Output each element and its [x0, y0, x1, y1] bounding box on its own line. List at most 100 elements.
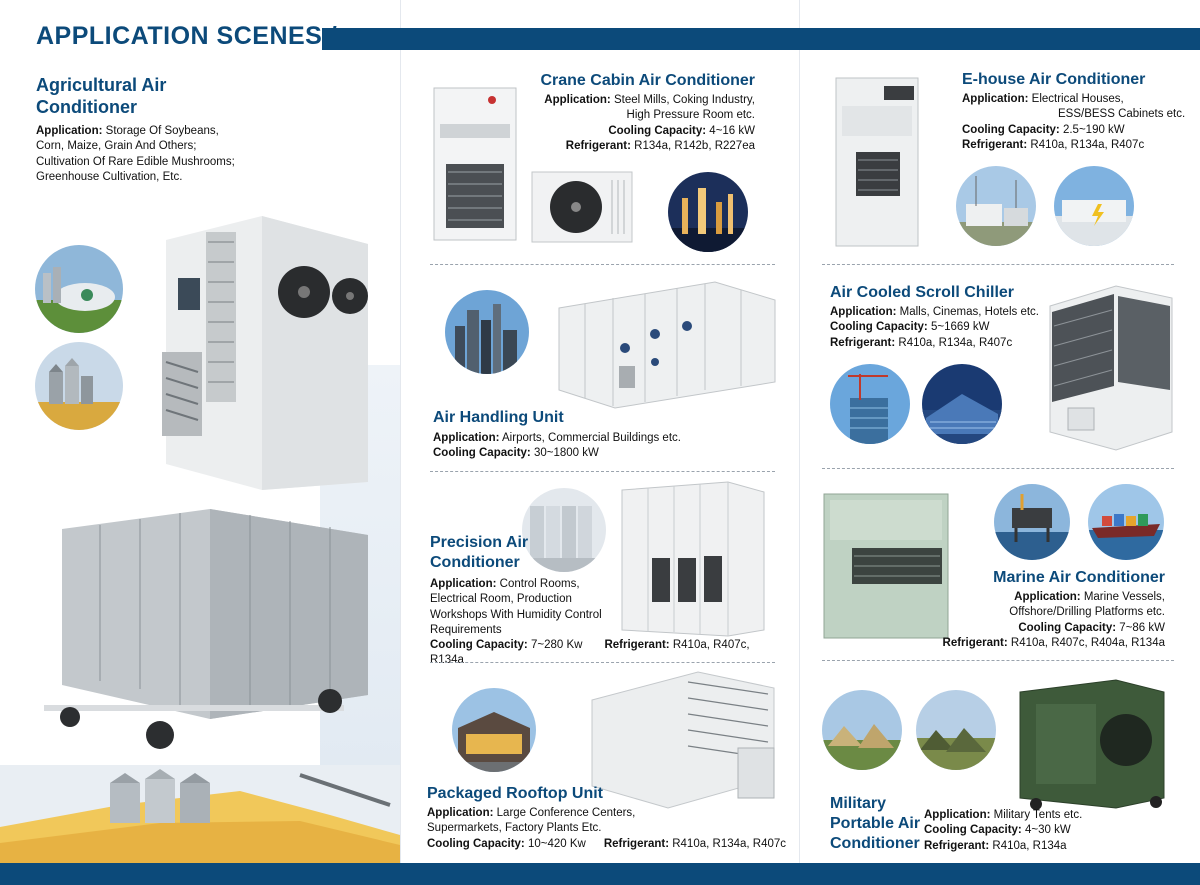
crane-cabin-cooling-capacity: 4~16 kW	[709, 124, 755, 137]
agricultural-title: Agricultural Air Conditioner	[36, 74, 166, 118]
precision-application: Control Rooms,	[499, 578, 580, 590]
air-handling-title: Air Handling Unit	[433, 409, 564, 426]
mall-building-photo-icon	[452, 688, 536, 772]
ehouse-application: ESS/BESS Cabinets etc.	[1058, 108, 1186, 121]
scroll-chiller-refrigerant: R410a, R134a, R407c	[898, 336, 1013, 349]
grain-field-image	[0, 765, 400, 863]
agricultural-application-line: Corn, Maize, Grain And Others;	[36, 140, 197, 153]
grain-silo-photo-icon	[35, 342, 123, 430]
marine-refrigerant: R410a, R407c, R404a, R134a	[1010, 636, 1165, 649]
rooftop-application: Large Conference Centers,	[496, 807, 636, 819]
crane-cabin-description: Application: Steel Mills, Coking Industr…	[470, 93, 755, 154]
cooling-capacity-label: Cooling Capacity:	[427, 837, 525, 850]
military-title-line2: Portable Air	[830, 815, 921, 832]
condenser-unit-image	[530, 170, 634, 244]
refrigerant-label: Refrigerant:	[962, 138, 1028, 151]
military-tent-photo-icon	[822, 690, 902, 770]
ehouse-unit-image	[834, 76, 920, 248]
marine-description: Application: Marine Vessels, Offshore/Dr…	[930, 590, 1165, 651]
precision-unit-image	[618, 480, 768, 638]
ehouse-description: Application: Electrical Houses, ESS/BESS…	[962, 92, 1192, 153]
military-unit-image	[1016, 676, 1168, 812]
marine-application: Offshore/Drilling Platforms etc.	[1009, 606, 1165, 619]
precision-application: Requirements	[430, 623, 502, 636]
agricultural-application-line: Greenhouse Cultivation, Etc.	[36, 170, 183, 183]
ehouse-refrigerant: R410a, R134a, R407c	[1030, 138, 1145, 151]
crane-cabin-application: High Pressure Room etc.	[626, 109, 755, 122]
cooling-capacity-label: Cooling Capacity:	[1018, 621, 1117, 634]
section-divider	[430, 471, 775, 472]
application-label: Application:	[924, 809, 991, 821]
marine-cooling-capacity: 7~86 kW	[1119, 621, 1165, 634]
construction-tower-photo-icon	[922, 364, 1002, 444]
military-application: Military Tents etc.	[993, 809, 1083, 821]
crane-cabin-title-text: Crane Cabin Air Conditioner	[540, 72, 755, 89]
cooling-capacity-label: Cooling Capacity:	[924, 824, 1022, 837]
cooling-capacity-label: Cooling Capacity:	[433, 447, 531, 460]
crane-cabin-application: Steel Mills, Coking Industry,	[613, 94, 755, 106]
application-label: Application:	[1014, 591, 1081, 603]
rooftop-unit-image	[588, 668, 778, 810]
cooling-capacity-label: Cooling Capacity:	[830, 321, 928, 334]
agricultural-title-line2: Conditioner	[36, 97, 137, 117]
section-divider	[822, 264, 1174, 265]
cooling-capacity-label: Cooling Capacity:	[608, 124, 707, 137]
header-bar	[322, 28, 1200, 50]
application-label: Application:	[36, 125, 103, 137]
precision-refrigerant: R410a, R407c, R134a	[430, 639, 750, 667]
refrigerant-label: Refrigerant:	[603, 837, 670, 850]
rooftop-cooling-capacity: 10~420 Kw	[527, 837, 586, 850]
cooling-capacity-label: Cooling Capacity:	[962, 123, 1060, 136]
agricultural-unit-image	[162, 212, 372, 490]
refrigerant-label: Refrigerant:	[830, 336, 896, 349]
precision-application: Electrical Room, Production	[430, 593, 572, 606]
scroll-chiller-cooling-capacity: 5~1669 kW	[930, 321, 990, 334]
refrigerant-label: Refrigerant:	[604, 639, 670, 652]
application-label: Application:	[430, 578, 497, 590]
marine-title: Marine Air Conditioner	[993, 569, 1165, 586]
marine-application: Marine Vessels,	[1083, 591, 1165, 603]
air-handling-cooling-capacity: 30~1800 kW	[533, 447, 599, 460]
air-handling-unit-image	[555, 278, 777, 410]
military-title-line1: Military	[830, 795, 887, 812]
scroll-chiller-application: Malls, Cinemas, Hotels etc.	[899, 306, 1039, 318]
precision-title-line1: Precision Air	[430, 534, 529, 551]
refinery-photo-icon	[668, 172, 748, 252]
air-handling-description: Application: Airports, Commercial Buildi…	[433, 431, 773, 462]
ehouse-cooling-capacity: 2.5~190 kW	[1062, 123, 1125, 136]
military-title-line3: Conditioner	[830, 835, 920, 852]
rooftop-application: Supermarkets, Factory Plants Etc.	[427, 822, 602, 835]
military-refrigerant: R410a, R134a	[992, 839, 1067, 852]
air-handling-application: Airports, Commercial Buildings etc.	[502, 432, 681, 444]
ehouse-application: Electrical Houses,	[1031, 93, 1124, 105]
application-label: Application:	[544, 94, 611, 106]
precision-title: Precision Air Conditioner	[430, 533, 528, 573]
substation-photo-icon	[1054, 166, 1134, 246]
ehouse-title: E-house Air Conditioner	[962, 71, 1146, 88]
refrigerant-label: Refrigerant:	[924, 839, 990, 852]
precision-description: Application: Control Rooms, Electrical R…	[430, 577, 775, 669]
agricultural-application-line: Storage Of Soybeans,	[105, 125, 219, 137]
scroll-chiller-description: Application: Malls, Cinemas, Hotels etc.…	[830, 305, 1060, 351]
precision-cooling-capacity: 7~280 Kw	[530, 639, 583, 652]
page-title: APPLICATION SCENES /	[36, 22, 338, 50]
marine-unit-image	[822, 490, 950, 642]
crane-cabin-unit-image	[430, 84, 520, 244]
rooftop-title: Packaged Rooftop Unit	[427, 785, 604, 802]
container-ship-photo-icon	[1088, 484, 1164, 560]
section-divider	[822, 468, 1174, 469]
cooling-capacity-label: Cooling Capacity:	[430, 639, 528, 652]
military-description: Application: Military Tents etc. Cooling…	[924, 808, 1164, 854]
rooftop-refrigerant: R410a, R134a, R407c	[672, 837, 787, 850]
military-tent-photo-icon	[916, 690, 996, 770]
footer-bar	[0, 863, 1200, 885]
application-label: Application:	[433, 432, 500, 444]
cleanroom-photo-icon	[522, 488, 606, 572]
section-divider	[430, 264, 775, 265]
agricultural-application-line: Cultivation Of Rare Edible Mushrooms;	[36, 155, 235, 168]
scroll-chiller-title: Air Cooled Scroll Chiller	[830, 284, 1015, 301]
section-divider	[430, 662, 775, 663]
application-label: Application:	[427, 807, 494, 819]
city-skyline-photo-icon	[445, 290, 529, 374]
rooftop-description: Application: Large Conference Centers, S…	[427, 806, 787, 852]
